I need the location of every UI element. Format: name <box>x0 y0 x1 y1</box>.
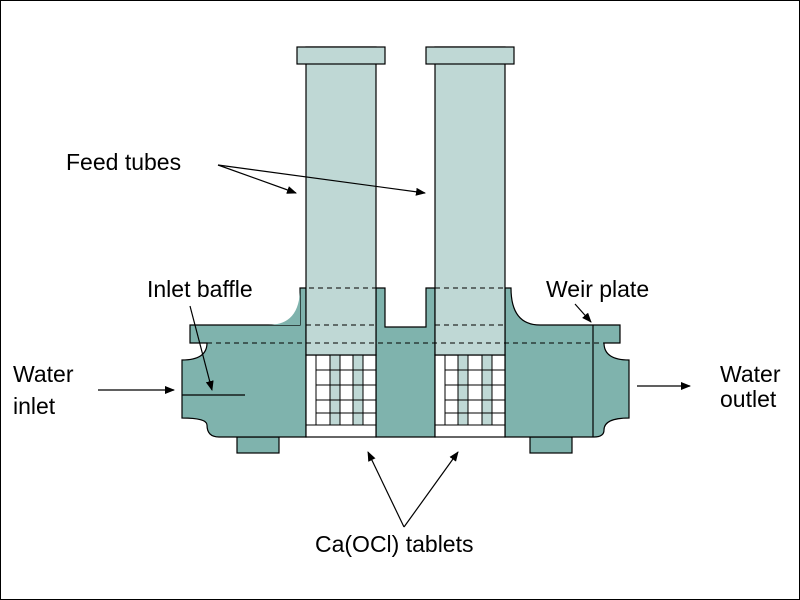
label-water-outlet-1: Water <box>720 361 781 387</box>
right-foot <box>529 436 573 454</box>
left-tablet-pocket <box>305 354 377 438</box>
leader-arrows <box>98 164 691 528</box>
chlorinator-body <box>181 287 630 454</box>
left-feed-tube <box>296 46 386 356</box>
left-foot <box>236 436 280 454</box>
water-level-lines <box>207 287 604 344</box>
inlet-chamber <box>181 287 307 438</box>
left-shoulder <box>268 288 300 325</box>
label-water-inlet-2: inlet <box>13 393 56 419</box>
outlet-chamber <box>504 287 630 438</box>
right-feed-tube <box>425 46 515 356</box>
label-inlet-baffle: Inlet baffle <box>147 276 253 302</box>
right-tablet-pocket <box>434 354 506 438</box>
label-tablets: Ca(OCl) tablets <box>315 531 473 557</box>
label-feed-tubes: Feed tubes <box>66 149 181 175</box>
center-block <box>375 287 436 438</box>
label-water-inlet-1: Water <box>13 361 74 387</box>
label-water-outlet-2: outlet <box>720 386 777 412</box>
label-weir-plate: Weir plate <box>546 276 649 302</box>
